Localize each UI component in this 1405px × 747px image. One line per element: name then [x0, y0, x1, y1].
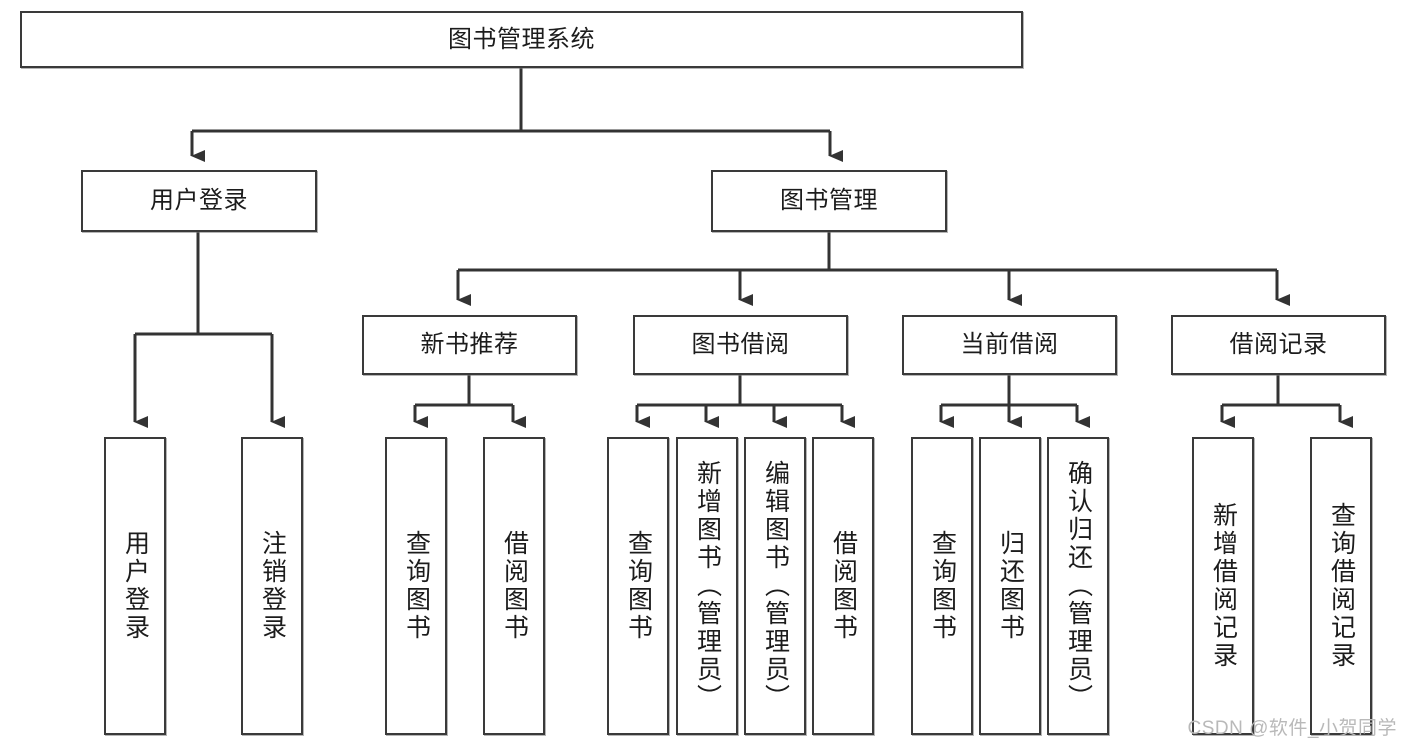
node-leaf-confirm-return-label: 确认归还（管理员） [1064, 460, 1093, 712]
node-leaf-add-book-label: 新增图书（管理员） [693, 460, 722, 712]
node-leaf-query-book-1-label: 查询图书 [402, 530, 431, 642]
node-leaf-logout[interactable]: 注销登录 [241, 437, 303, 735]
node-book-borrow[interactable]: 图书借阅 [633, 315, 848, 375]
node-leaf-borrow-book-1[interactable]: 借阅图书 [483, 437, 545, 735]
node-current-borrow-label: 当前借阅 [960, 331, 1059, 359]
node-leaf-edit-book-label: 编辑图书（管理员） [761, 460, 790, 712]
node-leaf-query-record-label: 查询借阅记录 [1327, 502, 1356, 670]
node-leaf-return-book[interactable]: 归还图书 [979, 437, 1041, 735]
node-leaf-borrow-book-2[interactable]: 借阅图书 [812, 437, 874, 735]
node-leaf-add-book[interactable]: 新增图书（管理员） [676, 437, 738, 735]
node-book-management[interactable]: 图书管理 [711, 170, 947, 232]
node-leaf-query-book-2-label: 查询图书 [624, 530, 653, 642]
node-leaf-add-record[interactable]: 新增借阅记录 [1192, 437, 1254, 735]
node-leaf-borrow-book-2-label: 借阅图书 [829, 530, 858, 642]
node-leaf-borrow-book-1-label: 借阅图书 [500, 530, 529, 642]
node-book-borrow-label: 图书借阅 [691, 331, 790, 359]
node-current-borrow[interactable]: 当前借阅 [902, 315, 1117, 375]
node-leaf-confirm-return[interactable]: 确认归还（管理员） [1047, 437, 1109, 735]
node-new-book-recommend[interactable]: 新书推荐 [362, 315, 577, 375]
node-root-label: 图书管理系统 [448, 25, 595, 53]
node-leaf-user-login[interactable]: 用户登录 [104, 437, 166, 735]
node-leaf-edit-book[interactable]: 编辑图书（管理员） [744, 437, 806, 735]
node-leaf-logout-label: 注销登录 [258, 530, 287, 642]
node-leaf-query-book-1[interactable]: 查询图书 [385, 437, 447, 735]
node-user-login-label: 用户登录 [150, 187, 248, 215]
node-leaf-user-login-label: 用户登录 [121, 530, 150, 642]
node-new-book-recommend-label: 新书推荐 [420, 331, 519, 359]
node-root[interactable]: 图书管理系统 [20, 11, 1023, 68]
node-user-login[interactable]: 用户登录 [81, 170, 317, 232]
node-borrow-record-label: 借阅记录 [1229, 331, 1328, 359]
node-leaf-query-book-2[interactable]: 查询图书 [607, 437, 669, 735]
node-leaf-add-record-label: 新增借阅记录 [1209, 502, 1238, 670]
node-leaf-query-record[interactable]: 查询借阅记录 [1310, 437, 1372, 735]
node-leaf-return-book-label: 归还图书 [996, 530, 1025, 642]
node-leaf-query-book-3-label: 查询图书 [928, 530, 957, 642]
node-leaf-query-book-3[interactable]: 查询图书 [911, 437, 973, 735]
node-book-management-label: 图书管理 [780, 187, 878, 215]
watermark: CSDN @软件_小贺同学 [1187, 718, 1397, 739]
node-borrow-record[interactable]: 借阅记录 [1171, 315, 1386, 375]
